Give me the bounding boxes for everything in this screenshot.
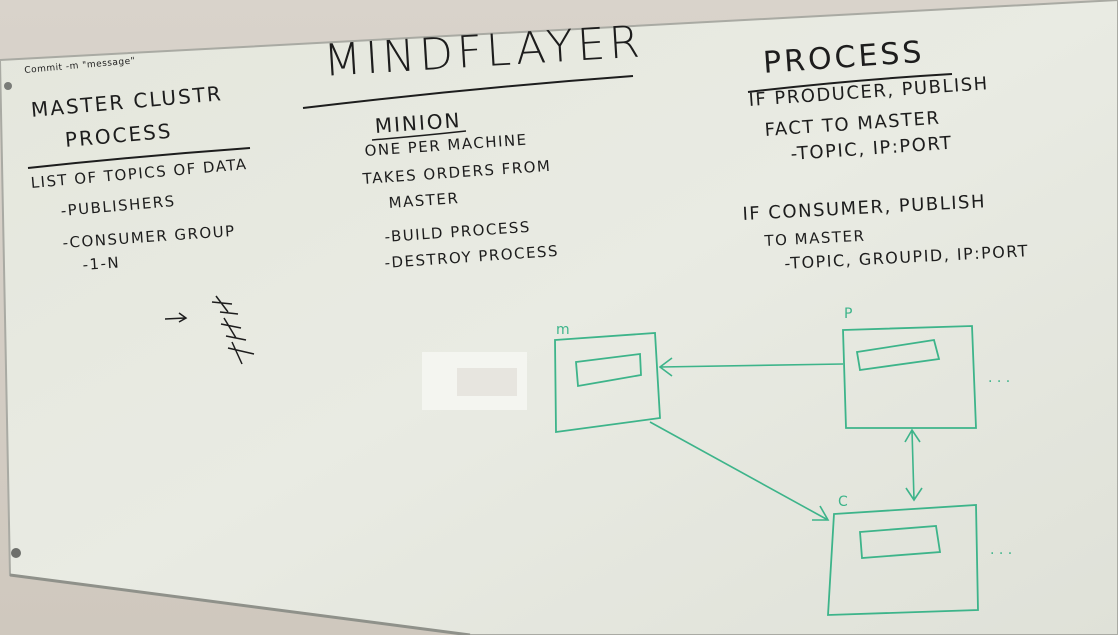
right-heading-underline [747,73,953,93]
box-c [827,504,979,616]
diagram-label-p: P [844,306,853,322]
tick-sketch-icon [211,295,255,365]
left-heading-underline [27,147,251,169]
diagram-label-m: m [556,322,570,338]
arrow-p-c-bidirectional [904,428,923,502]
diagram-ellipsis-p: . . . [988,370,1011,386]
arrow-m-to-c [649,421,830,521]
diagram-ellipsis-c: . . . [990,542,1013,558]
box-c-inner [859,525,942,559]
light-glare-inner [457,368,517,396]
small-arrow-icon [164,312,188,323]
left-item-1-n: -1-N [82,253,121,274]
box-p-inner [855,338,941,372]
mounting-screw [4,82,12,90]
box-m [554,332,661,434]
arrow-p-to-m [658,357,844,377]
mounting-screw [11,548,21,558]
minion-underline [371,130,467,141]
whiteboard-edge [9,573,471,635]
box-p [842,325,977,429]
diagram-label-c: C [838,494,848,510]
title-underline [302,75,634,109]
box-m-inner [575,352,642,388]
